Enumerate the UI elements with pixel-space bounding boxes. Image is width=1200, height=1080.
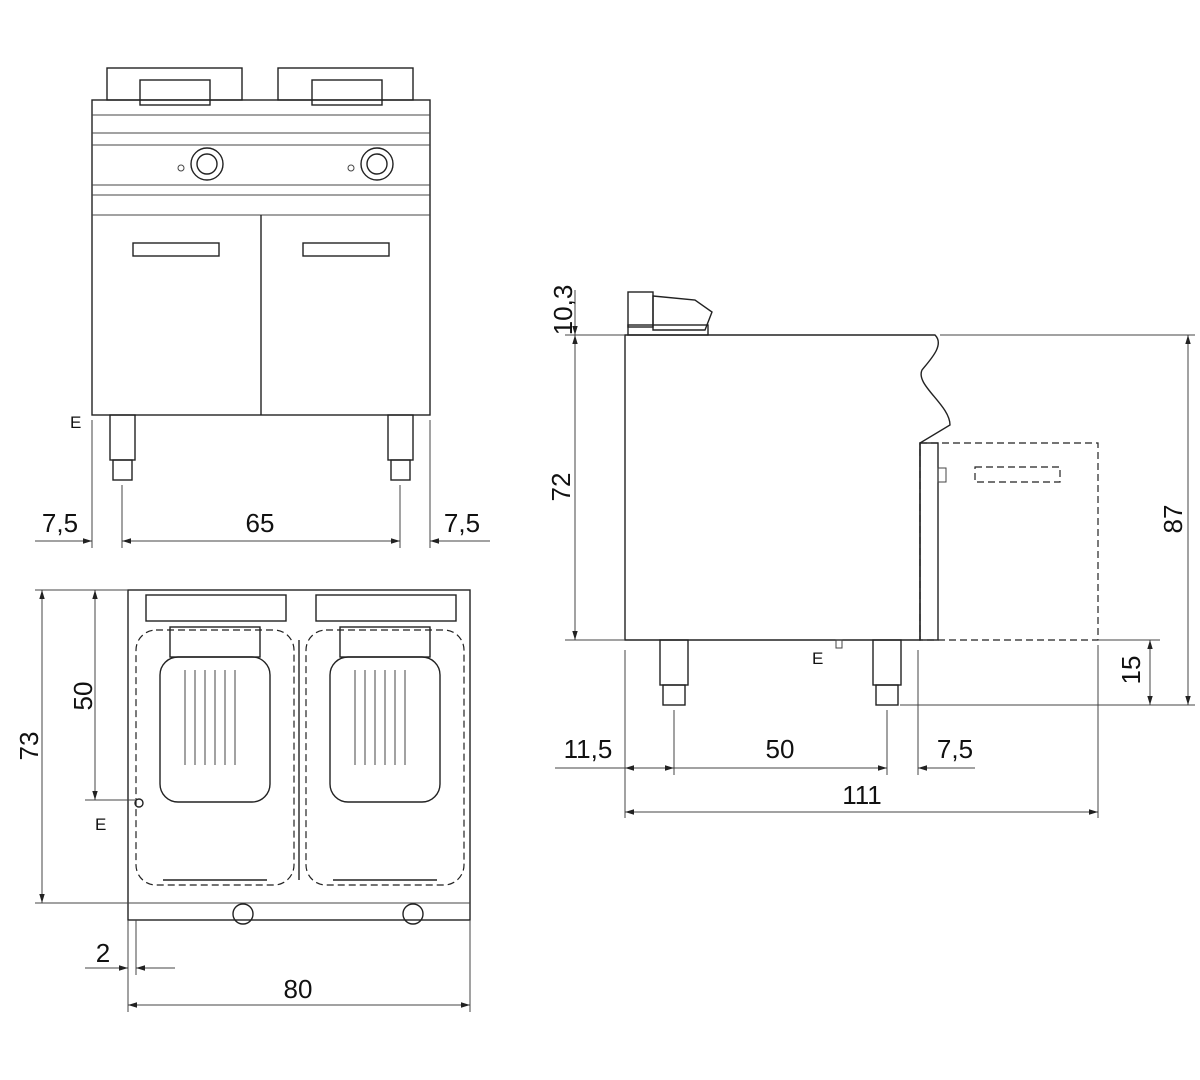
dim-side-body-height: 72 bbox=[546, 473, 576, 502]
dim-front-right: 7,5 bbox=[444, 508, 480, 538]
dim-side-top: 10,3 bbox=[548, 285, 578, 336]
marker-e: E bbox=[70, 413, 81, 432]
top-view: E 73 50 2 80 bbox=[14, 589, 471, 1012]
marker-e-top: E bbox=[95, 815, 106, 834]
door-outline-dashed bbox=[919, 442, 1099, 641]
door-handle-right bbox=[302, 242, 390, 257]
basket-right bbox=[329, 656, 441, 803]
side-body bbox=[624, 334, 951, 641]
dim-side-leg-height: 15 bbox=[1116, 656, 1146, 685]
dim-top-depth: 73 bbox=[14, 732, 44, 761]
dim-front-left: 7,5 bbox=[42, 508, 78, 538]
dim-top-edge: 2 bbox=[96, 938, 110, 968]
front-dimensions: 7,5 65 7,5 bbox=[35, 420, 490, 548]
top-outline bbox=[127, 589, 471, 921]
door-handle-left bbox=[132, 242, 220, 257]
dim-front-middle: 65 bbox=[246, 508, 275, 538]
dim-top-width: 80 bbox=[284, 974, 313, 1004]
front-view: E 7,5 65 7,5 bbox=[35, 67, 490, 548]
dim-side-rear-offset: 7,5 bbox=[937, 734, 973, 764]
basket-left bbox=[159, 656, 271, 803]
dim-top-drain: 50 bbox=[68, 682, 98, 711]
marker-e-side: E bbox=[812, 649, 823, 668]
top-dimensions: 73 50 2 80 bbox=[14, 589, 471, 1012]
side-view: E 10,3 72 87 15 11,5 50 7,5 111 bbox=[546, 285, 1195, 818]
control-knobs bbox=[177, 147, 394, 181]
side-dimensions: 10,3 72 87 15 11,5 50 7,5 111 bbox=[546, 285, 1195, 818]
dim-side-leg-spacing: 50 bbox=[766, 734, 795, 764]
dim-side-front-offset: 11,5 bbox=[564, 734, 613, 764]
legs bbox=[109, 414, 414, 481]
dim-side-total-depth: 111 bbox=[842, 780, 882, 810]
dim-side-total-height: 87 bbox=[1158, 505, 1188, 534]
